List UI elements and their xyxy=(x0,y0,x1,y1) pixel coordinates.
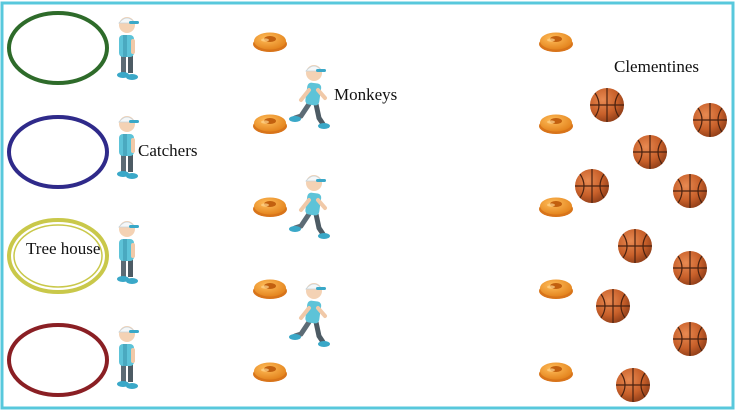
monkeys-group xyxy=(289,65,330,347)
clementine-ball-8 xyxy=(595,288,631,324)
hoop-group xyxy=(7,11,109,397)
clementine-ball-1 xyxy=(589,87,625,123)
cone-left-2 xyxy=(253,114,287,134)
clementine-ball-9 xyxy=(672,321,708,357)
cones-left-column xyxy=(253,32,287,382)
monkey-figure-3 xyxy=(289,283,330,347)
hoop-green xyxy=(7,11,109,85)
cone-left-4 xyxy=(253,279,287,299)
cone-left-5 xyxy=(253,362,287,382)
cone-right-4 xyxy=(539,279,573,299)
clementine-ball-7 xyxy=(672,250,708,286)
label-tree-house: Tree house xyxy=(26,239,101,258)
clementine-ball-5 xyxy=(672,173,708,209)
cone-right-2 xyxy=(539,114,573,134)
label-catchers: Catchers xyxy=(138,141,198,160)
catcher-figure-1 xyxy=(116,16,140,81)
clementine-ball-6 xyxy=(617,228,653,264)
catcher-figure-4 xyxy=(116,325,140,390)
monkey-figure-1 xyxy=(289,65,330,129)
clementine-ball-3 xyxy=(632,134,668,170)
clementine-ball-4 xyxy=(574,168,610,204)
clementines-group xyxy=(574,87,728,403)
label-monkeys: Monkeys xyxy=(334,85,398,104)
cone-left-3 xyxy=(253,197,287,217)
catchers-group xyxy=(116,16,140,390)
cone-left-1 xyxy=(253,32,287,52)
cone-right-1 xyxy=(539,32,573,52)
cone-right-3 xyxy=(539,197,573,217)
hoop-red xyxy=(7,323,109,397)
cones-right-column xyxy=(539,32,573,382)
monkey-figure-2 xyxy=(289,175,330,239)
clementine-ball-10 xyxy=(615,367,651,403)
catcher-figure-3 xyxy=(116,220,140,285)
label-clementines: Clementines xyxy=(614,57,699,76)
hoop-yellow-inner xyxy=(13,224,103,288)
cone-right-5 xyxy=(539,362,573,382)
catcher-figure-2 xyxy=(116,115,140,180)
clementine-ball-2 xyxy=(692,102,728,138)
hoop-purple xyxy=(7,115,109,189)
hoop-yellow xyxy=(7,218,109,294)
